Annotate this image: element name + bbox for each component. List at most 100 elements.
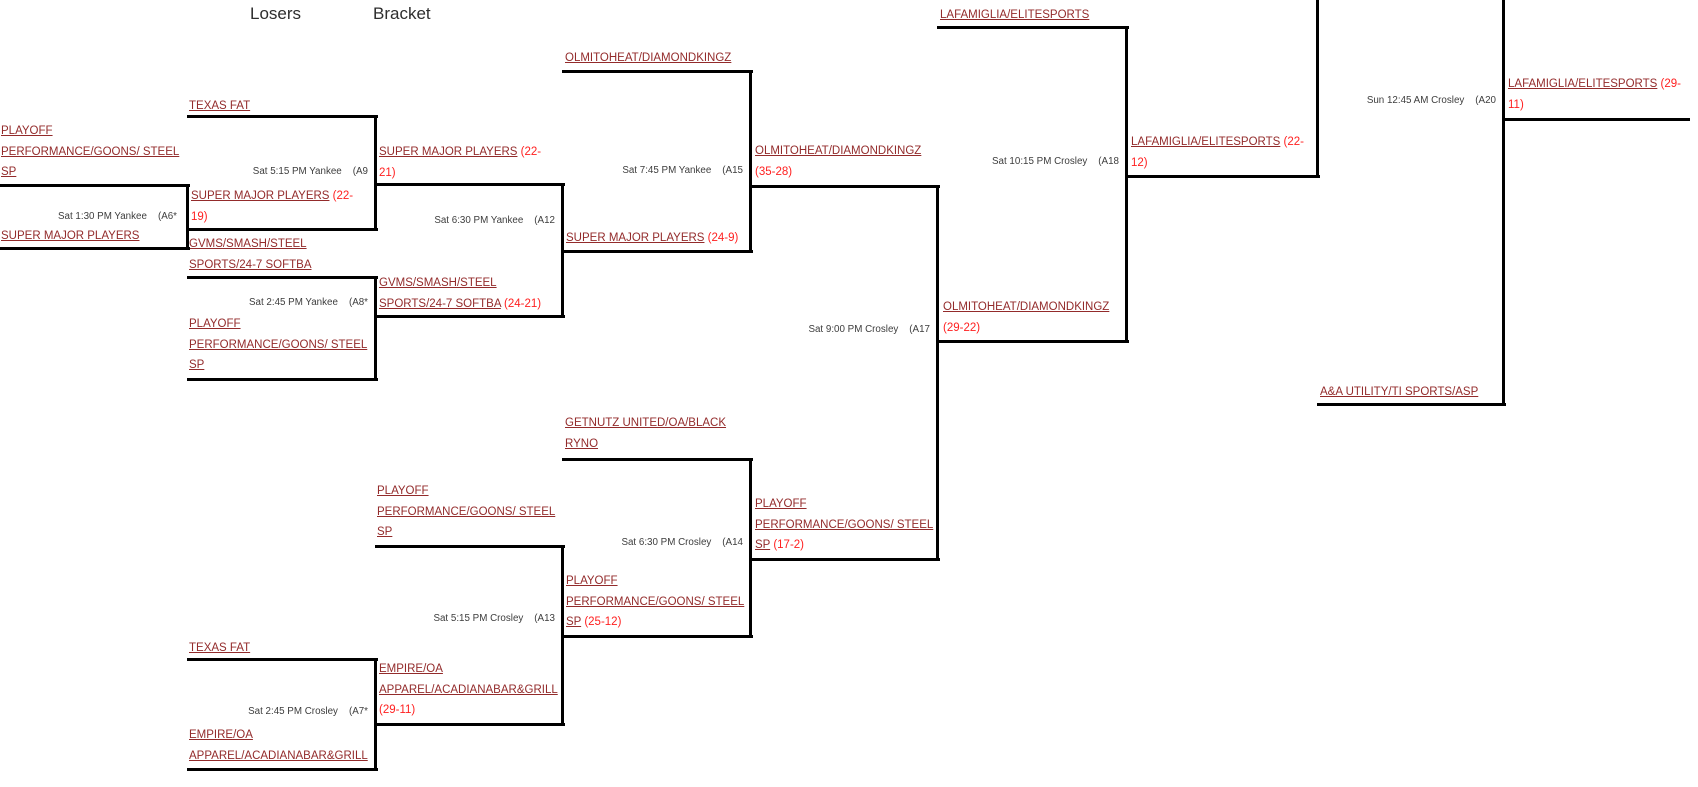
team-link[interactable]: APPAREL/ACADIANABAR&GRILL [379,683,558,696]
team-link[interactable]: SPORTS/24-7 SOFTBA [189,258,312,271]
team-link[interactable]: EMPIRE/OA [379,663,443,675]
score-a17: (29-22) [943,321,981,334]
team-link[interactable]: A&A UTILITY/TI SPORTS/ASP [1320,386,1479,398]
team-link[interactable]: PLAYOFF [755,498,807,510]
score-a9-cont: 21) [379,166,396,179]
team-link[interactable]: PLAYOFF [189,318,241,330]
winner-label-a14-playoff-performance: PLAYOFF PERFORMANCE/GOONS/ STEEL SP (17-… [755,494,933,556]
team-link[interactable]: PERFORMANCE/GOONS/ STEEL [566,595,745,608]
bracket-hline-a20-winner [1503,118,1690,121]
team-link[interactable]: EMPIRE/OA [189,729,253,741]
schedule-a18: Sat 10:15 PM Crosley(A18 [992,156,1119,167]
team-link[interactable]: GETNUTZ UNITED/OA/BLACK [565,417,727,429]
team-link[interactable]: TEXAS FAT [189,642,251,654]
team-link[interactable]: SUPER MAJOR PLAYERS [379,146,518,158]
team-label-a7-bottom-empire: EMPIRE/OA APPAREL/ACADIANABAR&GRILL [189,725,368,766]
score-a18-cont: 12) [1131,156,1148,169]
team-label-a15-top-olmitoheat: OLMITOHEAT/DIAMONDKINGZ [565,48,731,69]
schedule-a17: Sat 9:00 PM Crosley(A17 [808,324,930,335]
bracket-vline-a7 [374,658,377,771]
team-label-a8-top-gvms: GVMS/SMASH/STEEL SPORTS/24-7 SOFTBA [189,234,312,275]
team-link[interactable]: SUPER MAJOR PLAYERS [566,232,705,244]
team-link[interactable]: PERFORMANCE/GOONS/ STEEL [189,338,368,351]
bracket-hline-a6-top [0,184,190,187]
team-label-a13-top-playoff-performance: PLAYOFF PERFORMANCE/GOONS/ STEEL SP [377,481,555,543]
team-link[interactable]: SUPER MAJOR PLAYERS [191,190,330,202]
bracket-vline-a15 [749,70,752,253]
bracket-hline-a14-winner [750,558,940,561]
schedule-a9: Sat 5:15 PM Yankee(A9 [252,166,368,177]
team-link[interactable]: SP [377,526,393,538]
bracket-vline-a20 [1502,0,1505,406]
team-label-a6-top-playoff-performance: PLAYOFF PERFORMANCE/GOONS/ STEEL SP [1,121,179,183]
team-label-a14-top-getnutz: GETNUTZ UNITED/OA/BLACK RYNO [565,413,726,454]
bracket-vline-a6 [186,184,189,250]
team-link[interactable]: OLMITOHEAT/DIAMONDKINGZ [943,301,1110,313]
team-link[interactable]: TEXAS FAT [189,100,251,112]
team-link[interactable]: SP [189,359,205,371]
score-a20-cont: 11) [1508,98,1524,111]
bracket-vline-a17 [936,185,939,561]
team-label-texas-fat-bottom: TEXAS FAT [189,638,250,659]
team-link[interactable]: LAFAMIGLIA/ELITESPORTS [1508,78,1658,90]
team-link[interactable]: LAFAMIGLIA/ELITESPORTS [1131,136,1281,148]
bracket-hline-a17-winner [937,340,1129,343]
schedule-a12: Sat 6:30 PM Yankee(A12 [434,215,555,226]
bracket-hline-a13-top [375,545,565,548]
team-link[interactable]: SP [566,616,582,628]
bracket-hline-a12-winner [562,250,753,253]
page-title-losers: Losers [250,4,302,23]
score-a9: (22- [517,146,542,158]
bracket-hline-a8-bottom [187,378,378,381]
score-a12: (24-9) [704,232,739,244]
team-label-a6-bottom-super-major: SUPER MAJOR PLAYERS [1,226,139,247]
score-a8: (24-21) [500,297,542,310]
team-link[interactable]: SP [755,539,771,551]
winner-label-a8-gvms: GVMS/SMASH/STEEL SPORTS/24-7 SOFTBA (24-… [379,273,541,314]
bracket-vline-a8 [374,276,377,381]
winner-label-a9-super-major: SUPER MAJOR PLAYERS (22- 21) [379,142,541,183]
team-link[interactable]: PLAYOFF [1,125,53,137]
team-link[interactable]: PLAYOFF [377,485,429,497]
bracket-vline-a12 [561,183,564,318]
team-link[interactable]: GVMS/SMASH/STEEL [379,277,497,289]
bracket-hline-a9-winner [375,183,565,186]
bracket-hline-a6-bottom [0,247,190,250]
schedule-a13: Sat 5:15 PM Crosley(A13 [433,613,555,624]
page-title-bracket: Bracket [373,4,431,23]
winner-label-a13-playoff-performance: PLAYOFF PERFORMANCE/GOONS/ STEEL SP (25-… [566,571,744,633]
schedule-a7: Sat 2:45 PM Crosley(A7* [248,706,368,717]
schedule-a20: Sun 12:45 AM Crosley(A20 [1366,95,1496,106]
bracket-hline-aa-utility [1317,403,1506,406]
winner-label-a18-lafamiglia: LAFAMIGLIA/ELITESPORTS (22- 12) [1131,132,1304,173]
bracket-vline-a19-feeder [1316,0,1319,178]
team-link[interactable]: SUPER MAJOR PLAYERS [1,230,140,242]
bracket-hline-a15-winner [750,185,940,188]
team-label-a18-top-lafamiglia: LAFAMIGLIA/ELITESPORTS [940,5,1089,26]
bracket-vline-a9 [374,115,377,231]
team-link[interactable]: SPORTS/24-7 SOFTBA [379,297,501,310]
team-link[interactable]: OLMITOHEAT/DIAMONDKINGZ [565,52,732,64]
bracket-hline-a15-top [562,70,753,73]
winner-label-a17-olmitoheat: OLMITOHEAT/DIAMONDKINGZ (29-22) [943,297,1109,338]
team-link[interactable]: LAFAMIGLIA/ELITESPORTS [940,9,1090,21]
winner-label-a20-lafamiglia: LAFAMIGLIA/ELITESPORTS (29- 11) [1508,74,1681,115]
team-link[interactable]: SP [1,166,17,178]
score-a6-cont: 19) [191,210,208,223]
team-link[interactable]: PERFORMANCE/GOONS/ STEEL [377,505,556,518]
bracket-hline-a14-top [562,458,753,461]
score-a6: (22- [329,190,354,202]
team-link[interactable]: RYNO [565,437,599,450]
team-link[interactable]: APPAREL/ACADIANABAR&GRILL [189,749,368,762]
team-link[interactable]: PLAYOFF [566,575,618,587]
team-link[interactable]: PERFORMANCE/GOONS/ STEEL [755,518,934,531]
score-a20: (29- [1657,78,1681,90]
team-link[interactable]: OLMITOHEAT/DIAMONDKINGZ [755,145,922,157]
bracket-vline-a13 [561,545,564,726]
team-label-aa-utility: A&A UTILITY/TI SPORTS/ASP [1320,382,1478,403]
team-link[interactable]: PERFORMANCE/GOONS/ STEEL [1,145,180,158]
score-a15: (35-28) [755,165,793,178]
team-link[interactable]: GVMS/SMASH/STEEL [189,238,307,250]
score-a18: (22- [1280,136,1304,148]
winner-label-a12-super-major: SUPER MAJOR PLAYERS (24-9) [566,228,738,249]
